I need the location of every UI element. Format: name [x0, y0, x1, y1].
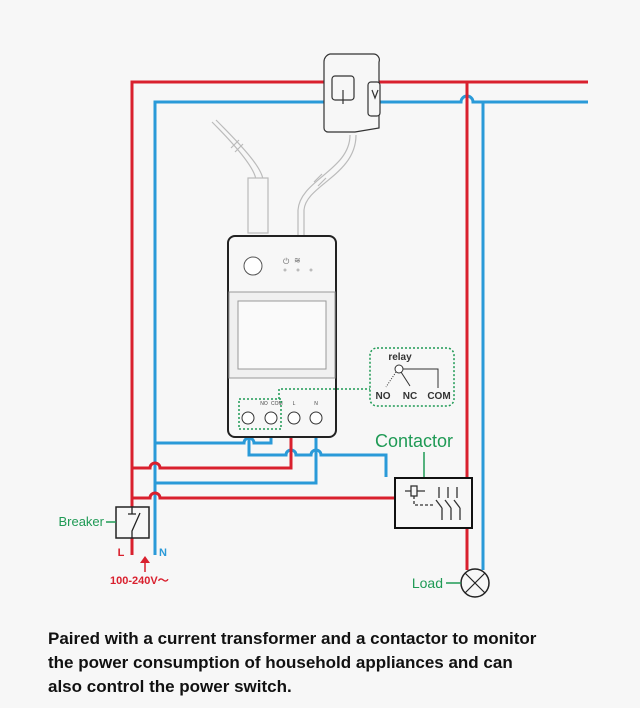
contactor-label: Contactor	[375, 431, 453, 451]
caption-line: the power consumption of household appli…	[48, 653, 513, 672]
contactor	[394, 477, 473, 529]
terminal-l-label: L	[293, 401, 296, 407]
relay-com-label: COM	[427, 391, 450, 402]
breaker-label: Breaker	[58, 514, 104, 529]
relay-label: relay	[388, 352, 412, 363]
wifi-icon: ≋	[294, 256, 301, 265]
load-lamp	[460, 568, 490, 598]
relay-callout: relay NO NC COM	[369, 347, 455, 407]
caption-line: Paired with a current transformer and a …	[48, 629, 537, 648]
voltage-label: 100-240V～	[110, 575, 169, 587]
power-button[interactable]	[243, 256, 263, 276]
power-cable	[211, 119, 269, 234]
ct-cable	[297, 134, 357, 236]
device-neutral-wire	[155, 430, 318, 485]
power-icon: ⏻	[283, 257, 290, 266]
breaker	[115, 506, 150, 539]
terminal-com	[264, 411, 278, 425]
device-live-wire	[132, 430, 293, 470]
neutral-label: N	[159, 547, 167, 559]
terminal-no	[241, 411, 255, 425]
caption: Paired with a current transformer and a …	[48, 627, 628, 699]
terminal-n	[309, 411, 323, 425]
contactor-live-wire	[132, 491, 395, 500]
no-wire	[247, 430, 388, 477]
live-wire-top	[130, 80, 588, 555]
current-transformer	[323, 53, 381, 133]
relay-no-label: NO	[376, 391, 391, 402]
terminal-n-label: N	[314, 401, 318, 407]
caption-line: also control the power switch.	[48, 677, 292, 696]
load-label: Load	[412, 575, 443, 591]
smart-meter-device: ⏻ ≋ NO COM L N	[227, 235, 370, 438]
live-label: L	[118, 547, 125, 559]
terminal-com-label: COM	[271, 401, 283, 407]
terminal-no-label: NO	[260, 401, 268, 407]
relay-nc-label: NC	[403, 391, 417, 402]
display-screen	[237, 300, 327, 370]
neutral-wire-top	[153, 94, 588, 555]
terminal-l	[287, 411, 301, 425]
arrow-up-icon	[140, 556, 150, 572]
